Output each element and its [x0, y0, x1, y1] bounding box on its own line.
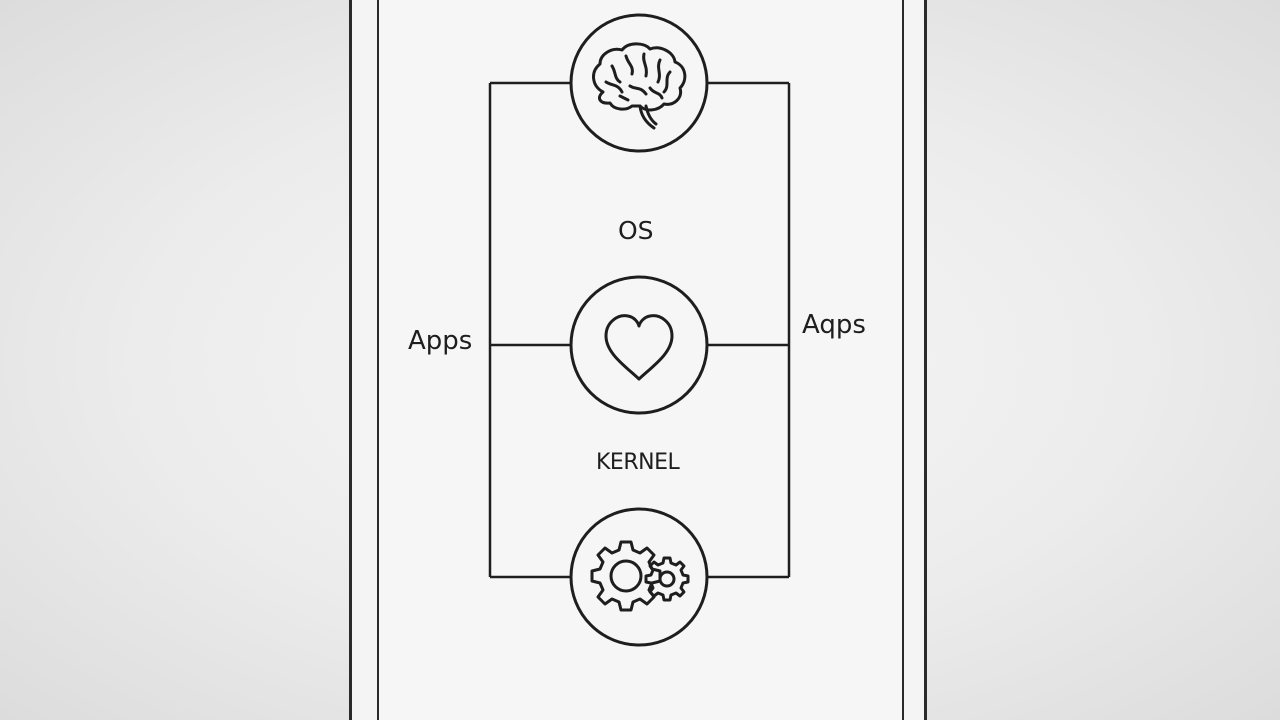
node-middle — [569, 275, 709, 415]
apps-label-right: Aqps — [802, 310, 866, 340]
node-top — [569, 13, 709, 153]
os-label: OS — [618, 216, 654, 245]
brain-icon — [592, 42, 687, 130]
connector-lines — [488, 81, 791, 579]
gears-icon — [590, 540, 690, 612]
kernel-label: KERNEL — [596, 450, 680, 475]
node-bottom — [569, 507, 709, 647]
heart-icon — [604, 314, 674, 381]
apps-label-left: Apps — [408, 326, 473, 356]
